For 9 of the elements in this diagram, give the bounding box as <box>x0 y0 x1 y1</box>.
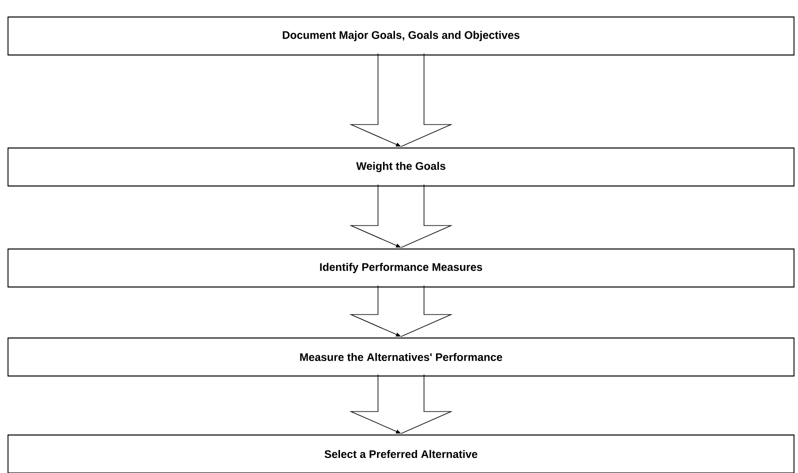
process-box: Select a Preferred Alternative <box>8 434 794 473</box>
process-box: Identify Performance Measures <box>8 248 794 288</box>
block-arrow <box>349 285 453 337</box>
process-box: Measure the Alternatives' Performance <box>8 338 794 376</box>
process-box: Weight the Goals <box>8 148 794 186</box>
process-box: Document Major Goals, Goals and Objectives <box>8 16 794 56</box>
block-arrow <box>349 53 453 147</box>
block-arrow <box>349 374 453 434</box>
block-arrow <box>349 184 453 248</box>
